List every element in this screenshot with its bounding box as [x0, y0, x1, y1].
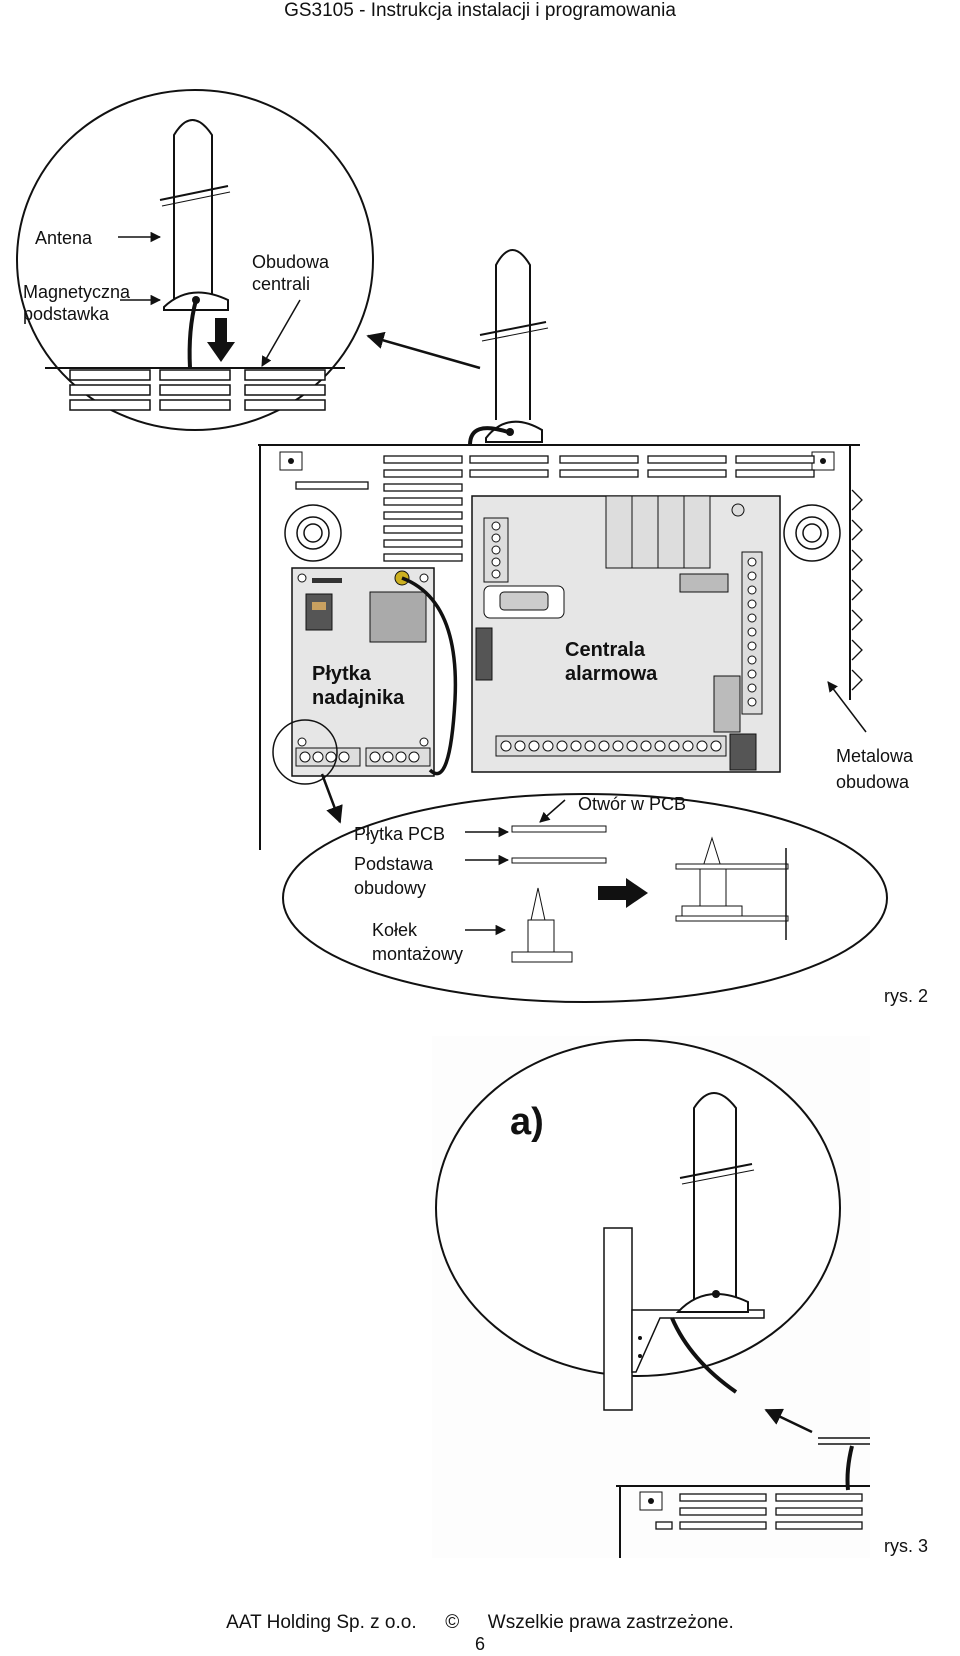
main-antenna [468, 249, 549, 446]
label-housing-1: Obudowa [252, 252, 330, 272]
zoom-arrow-2 [320, 773, 343, 824]
label-metal-2: obudowa [836, 772, 910, 792]
footer-rights: Wszelkie prawa zastrzeżone. [487, 1612, 734, 1633]
label-pin-2: montażowy [372, 944, 463, 964]
footer-company: AAT Holding Sp. z o.o. [226, 1612, 417, 1633]
antenna-detail-circle [16, 89, 374, 431]
label-magnetic-base-1: Magnetyczna [23, 282, 131, 302]
zoom-arrow-1 [366, 331, 481, 370]
page-number: 6 [474, 1634, 485, 1654]
page-footer: AAT Holding Sp. z o.o. © Wszelkie prawa … [0, 1612, 960, 1634]
label-antenna: Antena [35, 228, 93, 248]
figure-3-caption: rys. 3 [884, 1536, 928, 1556]
copyright-icon: © [445, 1612, 460, 1633]
pcb-mount-detail [282, 793, 888, 1003]
label-transmitter-2: nadajnika [312, 687, 405, 709]
figure-3-illustration [432, 1036, 870, 1558]
label-pcb-board: Płytka PCB [354, 824, 445, 844]
label-alarm-panel-2: alarmowa [565, 663, 658, 685]
label-housing-2: centrali [252, 274, 310, 294]
label-base-1: Podstawa [354, 854, 434, 874]
page-header: GS3105 - Instrukcja instalacji i program… [284, 0, 676, 21]
alarm-panel-board [471, 495, 781, 773]
label-pcb-hole: Otwór w PCB [578, 794, 686, 814]
label-transmitter-1: Płytka [312, 663, 372, 685]
transmitter-board [272, 567, 458, 785]
metal-enclosure [258, 444, 863, 850]
label-pin-1: Kołek [372, 920, 418, 940]
figure-2-caption: rys. 2 [884, 986, 928, 1006]
figure-3-panel-letter: a) [510, 1101, 544, 1143]
metal-pointer [827, 681, 867, 733]
label-magnetic-base-2: podstawka [23, 304, 110, 324]
label-base-2: obudowy [354, 878, 426, 898]
label-alarm-panel-1: Centrala [565, 639, 646, 661]
label-metal-1: Metalowa [836, 746, 914, 766]
